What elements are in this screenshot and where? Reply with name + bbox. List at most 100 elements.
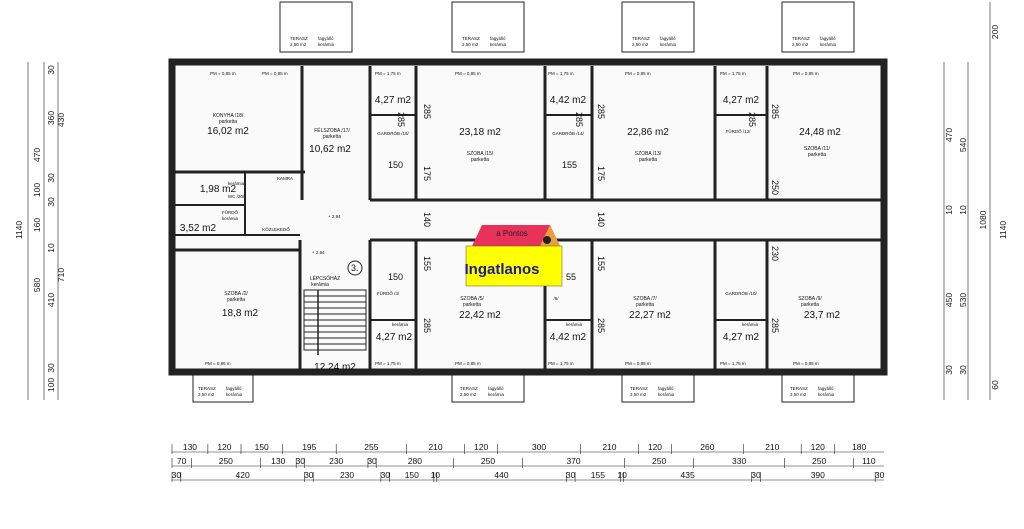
terrace-note: fagyálló: [490, 36, 506, 41]
dim-label: 470: [944, 128, 954, 142]
dim-label: 250: [652, 456, 666, 466]
room-area: 22,27 m2: [629, 310, 671, 321]
dim-label: 390: [811, 470, 825, 480]
room-area: 22,42 m2: [459, 310, 501, 321]
pm-label: PM = 1,75 m: [375, 71, 401, 76]
stair-number: 3.: [351, 263, 359, 273]
room-name: SZOBA /15/: [467, 151, 494, 157]
interior-dims: 285 285 285 285 285 285 175 175 140 140 …: [388, 104, 780, 333]
dim-label: 30: [304, 470, 314, 480]
dim-label: 1140: [998, 221, 1008, 240]
pm-labels: PM = 0,85 m PM = 0,85 m PM = 1,75 m PM =…: [205, 71, 819, 366]
room-name: SZOBA /7/: [633, 296, 657, 302]
pm-label: PM = 0,85 m: [793, 71, 819, 76]
room-floor: parketta: [323, 134, 341, 140]
dim-label: 155: [422, 256, 432, 271]
terrace-note: kerámia: [488, 392, 505, 397]
dim-label: 285: [770, 104, 780, 119]
room-floor: parketta: [636, 302, 654, 308]
terrace-note: kerámia: [490, 42, 507, 47]
room-area: 3,52 m2: [180, 223, 217, 234]
dim-label: 360: [46, 111, 56, 125]
pm-label: PM = 0,85 m: [625, 71, 651, 76]
room-floor: kerámia: [311, 282, 329, 288]
terrace-note: fagyálló: [660, 36, 676, 41]
dim-label: 1140: [14, 221, 24, 240]
dim-label: 30: [46, 197, 56, 207]
dim-label: 410: [46, 293, 56, 307]
room-floor: parketta: [808, 152, 826, 158]
dim-label: 175: [422, 166, 432, 181]
dim-label: 260: [700, 442, 714, 452]
room-area: 24,48 m2: [799, 127, 841, 138]
pm-label: PM = 0,85 m: [455, 71, 481, 76]
dim-label: 150: [388, 272, 403, 282]
terrace-name: TERASZ: [792, 36, 810, 41]
terrace-note: kerámia: [818, 392, 835, 397]
dim-label: 250: [481, 456, 495, 466]
pm-label: PM = 0,85 m: [793, 361, 819, 366]
dim-label: 30: [958, 365, 968, 375]
level-mark: + 2,94: [312, 250, 325, 255]
dim-label: 120: [811, 442, 825, 452]
terrace-name: TERASZ: [290, 36, 308, 41]
room-name: KAMRA: [277, 176, 293, 181]
dim-label: 100: [46, 378, 56, 392]
terrace-name: TERASZ: [198, 386, 216, 391]
room-area: 22,86 m2: [627, 127, 669, 138]
dim-label: 285: [396, 112, 406, 127]
dim-label: 1080: [978, 210, 988, 229]
terrace-note: kerámia: [660, 42, 677, 47]
room-area: 10,62 m2: [309, 144, 351, 155]
dim-label: 30: [172, 470, 182, 480]
terrace-name: TERASZ: [632, 36, 650, 41]
room-area: 4,42 m2: [550, 95, 587, 106]
dim-label: 155: [591, 470, 605, 480]
room-floor: parketta: [463, 302, 481, 308]
dim-label: 450: [944, 293, 954, 307]
dim-label: 100: [32, 183, 42, 197]
room-floor: kerámia: [222, 216, 239, 221]
dim-label: 280: [408, 456, 422, 466]
room-name: SZOBA /2/: [224, 291, 248, 297]
dim-label: 580: [32, 278, 42, 292]
dim-label: 210: [765, 442, 779, 452]
dim-label: 150: [388, 160, 403, 170]
room-floor: parketta: [471, 157, 489, 163]
room-name: WC /20/: [228, 194, 245, 199]
dim-label: 150: [405, 470, 419, 480]
terrace-note: kerámia: [226, 392, 243, 397]
dim-label: 530: [958, 293, 968, 307]
dim-label: 210: [602, 442, 616, 452]
dim-label: 10: [46, 243, 56, 253]
dim-label: 285: [422, 318, 432, 333]
dim-label: 180: [852, 442, 866, 452]
terrace-name: TERASZ: [790, 386, 808, 391]
terrace-area: 2,50 m2: [632, 42, 649, 47]
dim-label: 420: [236, 470, 250, 480]
room-area: 18,8 m2: [222, 308, 259, 319]
dim-label: 30: [46, 65, 56, 75]
dim-label: 30: [944, 365, 954, 375]
room-floor: parketta: [219, 119, 237, 125]
left-dimensions: 1140470100160580303603030104103010043071…: [14, 62, 66, 400]
room-name: KÖZLEKEDŐ: [262, 226, 290, 232]
logo: a Pontos Ingatlanos: [464, 225, 563, 287]
dim-label: 330: [732, 456, 746, 466]
room-floor: parketta: [639, 157, 657, 163]
terrace-note: kerámia: [820, 42, 837, 47]
dim-label: 30: [46, 363, 56, 373]
room-name: LÉPCSŐHÁZ: [310, 275, 340, 282]
room-name: GARDRÓB /10/: [725, 290, 757, 296]
room-area: 16,02 m2: [207, 126, 249, 137]
room-floor: parketta: [801, 302, 819, 308]
dim-label: 285: [574, 112, 584, 127]
room-floor: kerámia: [392, 322, 409, 327]
logo-main: Ingatlanos: [464, 261, 539, 278]
room-name: GARDRÓB /16/: [377, 130, 409, 136]
level-mark: + 2,94: [328, 214, 341, 219]
room-area: 4,27 m2: [376, 332, 413, 343]
